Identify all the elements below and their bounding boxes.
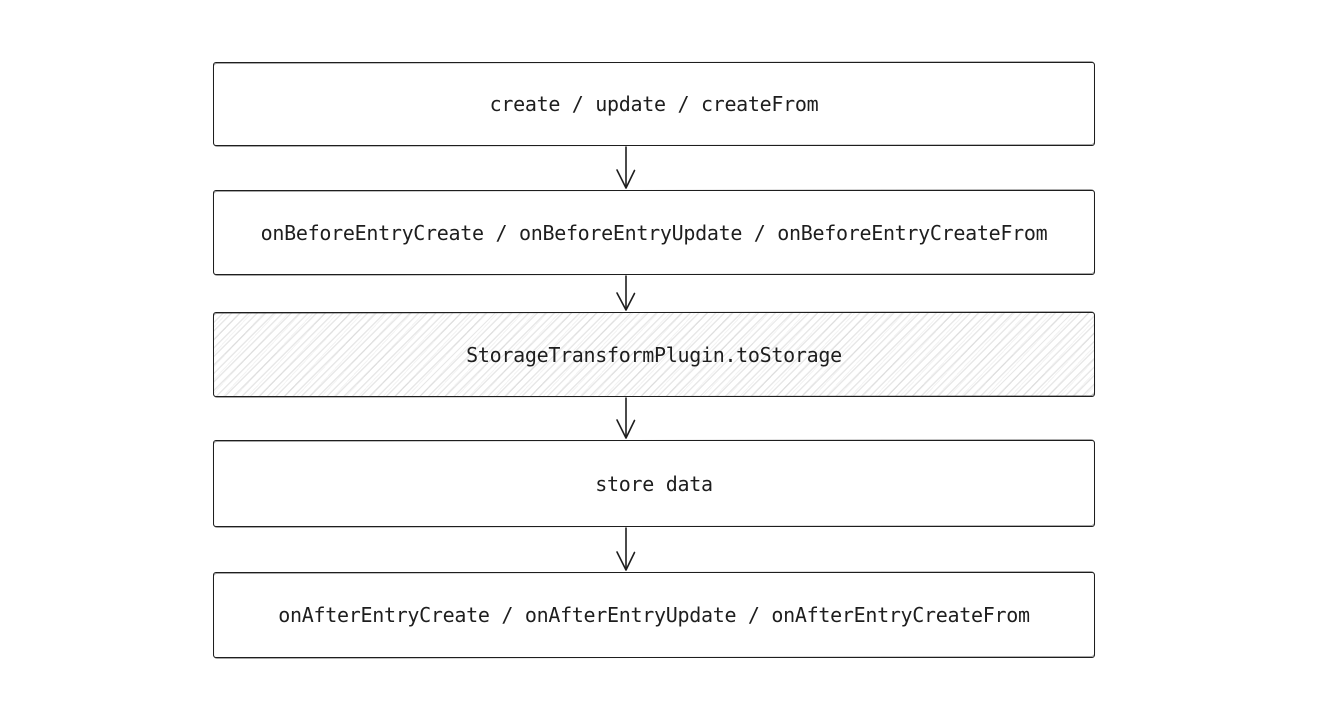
flow-node-store-data: store data <box>213 440 1095 527</box>
node-label-storage-transform-plugin: StorageTransformPlugin.toStorage <box>466 342 842 367</box>
node-label-onafter-hooks: onAfterEntryCreate / onAfterEntryUpdate … <box>278 603 1030 627</box>
arrow-down-icon <box>616 527 636 571</box>
node-label-onbefore-hooks: onBeforeEntryCreate / onBeforeEntryUpdat… <box>260 220 1048 245</box>
flow-node-onbefore-hooks: onBeforeEntryCreate / onBeforeEntryUpdat… <box>213 190 1095 275</box>
arrow-down-icon <box>616 397 636 439</box>
flow-node-storage-transform-plugin: StorageTransformPlugin.toStorage <box>213 312 1095 397</box>
flow-node-create-update-createfrom: create / update / createFrom <box>213 62 1095 146</box>
flow-node-onafter-hooks: onAfterEntryCreate / onAfterEntryUpdate … <box>213 572 1095 658</box>
node-label-create-update-createfrom: create / update / createFrom <box>489 92 819 116</box>
arrow-down-icon <box>616 146 636 189</box>
arrow-down-icon <box>616 275 636 311</box>
node-label-store-data: store data <box>595 471 713 496</box>
